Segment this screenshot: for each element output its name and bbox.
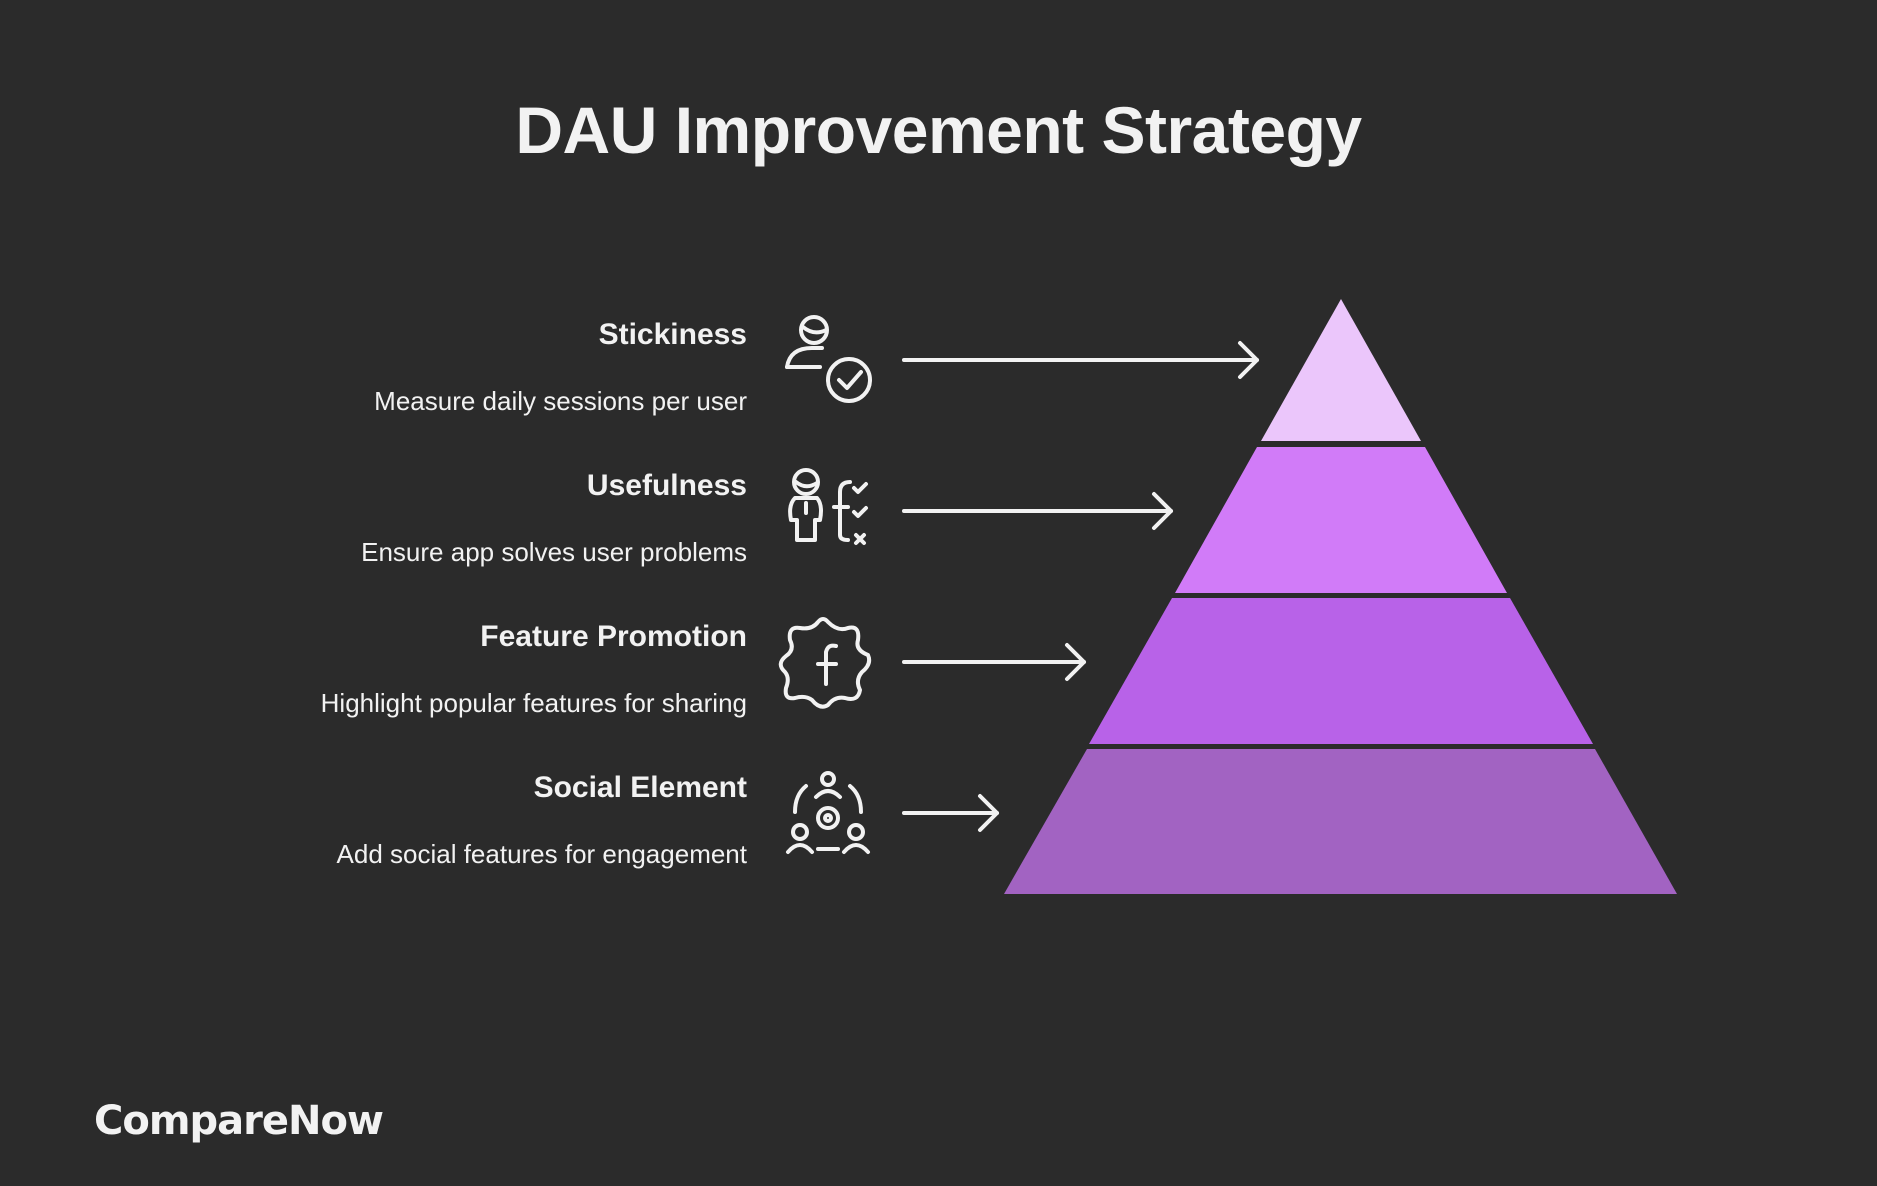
user-check-icon	[785, 315, 872, 403]
pyramid-layer-2	[1175, 447, 1507, 593]
level-description: Measure daily sessions per user	[374, 386, 747, 416]
level-social-element: Social Element Add social features for e…	[147, 770, 747, 870]
level-heading: Stickiness	[598, 318, 747, 351]
level-heading: Feature Promotion	[480, 620, 747, 653]
pyramid-layer-4	[1004, 749, 1677, 894]
arrow-icon	[902, 643, 1086, 681]
pyramid-layer-1	[1261, 299, 1421, 441]
level-stickiness: Stickiness Measure daily sessions per us…	[147, 317, 747, 417]
level-description: Ensure app solves user problems	[361, 537, 747, 567]
pyramid-layer-3	[1089, 598, 1593, 744]
social-group-icon	[786, 771, 870, 854]
level-heading: Social Element	[533, 771, 747, 804]
arrow-icon	[902, 492, 1173, 530]
comparenow-logo: CompareNow	[94, 1098, 384, 1144]
feature-badge-icon	[778, 617, 872, 709]
user-checklist-icon	[788, 468, 868, 545]
level-description: Add social features for engagement	[336, 839, 747, 869]
level-heading: Usefulness	[586, 469, 747, 502]
level-feature-promotion: Feature Promotion Highlight popular feat…	[147, 619, 747, 719]
arrow-icon	[902, 341, 1259, 379]
level-description: Highlight popular features for sharing	[320, 688, 747, 718]
level-usefulness: Usefulness Ensure app solves user proble…	[147, 468, 747, 568]
page-title: DAU Improvement Strategy	[515, 93, 1362, 167]
arrow-icon	[902, 794, 999, 832]
